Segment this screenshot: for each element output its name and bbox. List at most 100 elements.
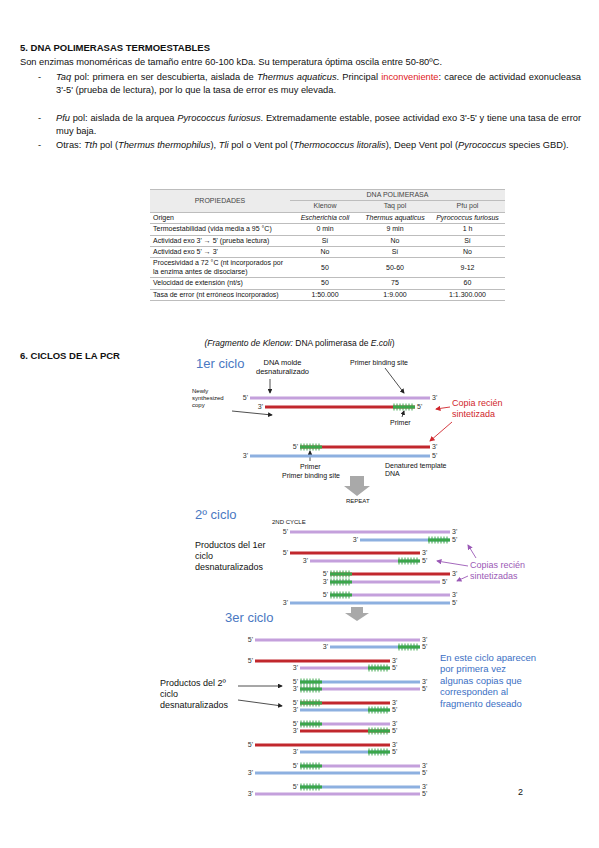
primer-tick [301,686,302,693]
strand-end-label: 3' [422,678,433,686]
primer-tick [372,707,373,714]
primer-tick [304,721,305,728]
primer-tick [319,763,320,770]
primer-tick [375,728,376,735]
strand-end-label: 5' [442,578,453,586]
dna-strand [300,786,420,789]
table-cell: No [430,246,505,257]
dna-strand [330,573,450,576]
strand-end-label: 3' [287,748,298,756]
properties-table: PROPIEDADESDNA POLIMERASAKlenowTaq polPf… [150,189,505,301]
text-run: 60 [464,279,472,286]
primer-tick [310,679,311,686]
text-run: inconveniente [381,72,438,82]
primer-tick [378,707,379,714]
primer-tick [399,558,400,565]
text-run: No [321,248,330,255]
primer-tick [381,665,382,672]
dna-strand [290,531,450,534]
strand-end-label: 3' [422,549,433,557]
primer-tick [313,784,314,791]
table-cell: DNA POLIMERASA [290,190,505,201]
bullet-text: Pfu pol: aislada de la arquea Pyrococcus… [56,112,581,137]
primer-tick [409,404,410,411]
primer-tick [304,763,305,770]
primer-tick [405,644,406,651]
text-run: Actividad exo 3' → 5' (prueba lectura) [153,237,269,244]
strand-end-label: 3' [432,443,443,451]
primer-tick [340,571,341,578]
leader-line [238,700,282,706]
strand-end-label: 5' [277,549,288,557]
primer-tick [402,644,403,651]
text-run: Thermus aquaticus [365,214,425,221]
primer-tick [408,558,409,565]
strand-end-label: 3' [392,720,403,728]
table-cell: 9 min [360,224,430,235]
table-cell: Sí [290,235,360,246]
table-cell: 50 [290,278,360,289]
dna-strand [255,772,420,775]
leader-line [437,561,468,566]
text-run: Thermus aquaticus [257,72,337,82]
strand-end-label: 3' [392,657,403,665]
primer-tick [384,728,385,735]
leader-line [238,686,282,687]
text-run: Velocidad de extensión (nt/s) [153,279,243,286]
bullet-dash: - [38,112,41,125]
primer-tick [316,721,317,728]
table-cell: No [360,235,430,246]
text-run: 6. CICLOS DE LA PCR [20,350,120,361]
primer-tick [406,404,407,411]
text-run: Productos del 2º ciclo desnaturalizados [160,678,228,710]
primer-tick [444,537,445,544]
primer-tick [369,665,370,672]
primer-tick [337,592,338,599]
primer-tick [319,686,320,693]
strand-end-label: 5' [392,706,403,714]
table-row: Tasa de error (nt erróneos incorporados)… [150,289,505,300]
table-cell: Origen [150,212,290,223]
strand-end-label: 3' [392,699,403,707]
annotation: Productos del 1er ciclo desnaturalizados [195,540,273,572]
table-cell: No [290,246,360,257]
primer-tick [316,784,317,791]
strand-end-label: 3' [252,403,263,411]
primer-tick [301,721,302,728]
dna-strand [255,639,420,642]
page-number: 2 [518,786,523,798]
strand-end-label: 5' [287,699,298,707]
strand-end-label: 5' [422,790,433,798]
strand-end-label: 5' [422,557,433,565]
primer-tick [387,707,388,714]
strand-end-label: 3' [452,528,463,536]
text-run: Tli [219,140,229,150]
strand-end-label: 5' [242,657,253,665]
table-cell: 50 [290,258,360,278]
primer-tick [313,444,314,451]
text-run: 2 [518,787,523,797]
primer-tick [334,592,335,599]
text-run: - [38,72,41,82]
dna-strand [360,539,450,542]
text-run: 9-12 [460,264,474,271]
repeat-arrow [345,607,369,621]
primer-tick [411,644,412,651]
primer-tick [343,579,344,586]
text-run: species GBD). [506,140,569,150]
text-run: Sí [464,237,471,244]
table-cell: PROPIEDADES [150,190,290,213]
text-run: Sí [322,237,329,244]
text-run: No [463,248,472,255]
strand-end-label: 5' [287,678,298,686]
table-cell: Sí [430,235,505,246]
primer-tick [378,728,379,735]
strand-end-label: 3' [287,706,298,714]
table-row: Termoestabilidad (vida media a 95 °C)0 m… [150,224,505,235]
table-cell: 1 h [430,224,505,235]
text-run: Tasa de error (nt erróneos incorporados) [153,291,279,298]
annotation: DNA molde desnaturalizado [245,358,320,376]
leader-line [436,407,450,409]
table-cell: 0 min [290,224,360,235]
